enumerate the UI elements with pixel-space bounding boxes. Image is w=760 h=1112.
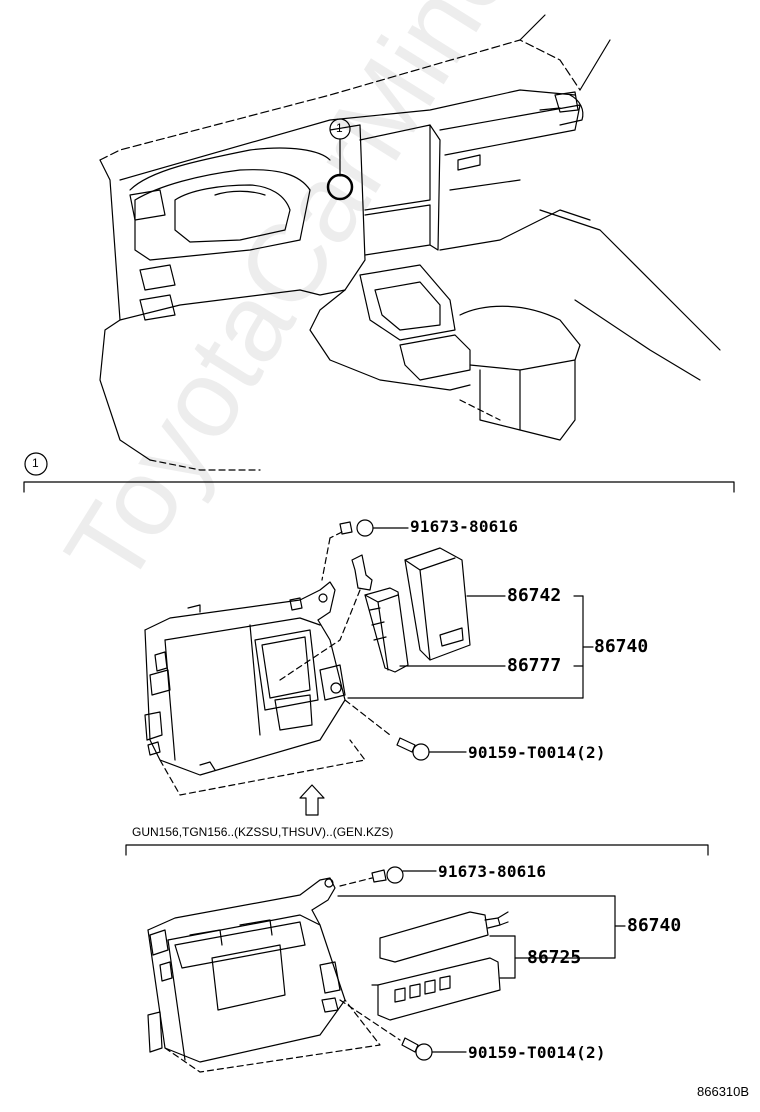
section1-module-86777 <box>351 554 409 673</box>
direction-arrow <box>299 784 325 816</box>
section1-bolt <box>396 737 467 761</box>
figure-code: 866310B <box>697 1084 750 1099</box>
section1-screw <box>339 519 409 537</box>
part-number-assembly-1: 86740 <box>594 636 649 657</box>
part-number-86777: 86777 <box>507 655 562 676</box>
section2-leaders <box>337 895 626 979</box>
part-number-bolt-2: 90159-T0014(2) <box>468 1043 606 1062</box>
part-number-bolt-1: 90159-T0014(2) <box>468 743 606 762</box>
callout-number-section1: 1 <box>32 456 39 470</box>
section1-leaders <box>347 595 594 699</box>
part-number-screw-2: 91673-80616 <box>438 862 547 881</box>
section1-module-86742 <box>404 547 471 661</box>
section2-guides <box>164 877 401 1073</box>
section1-callout-circle <box>24 452 48 476</box>
section2-module-86725 <box>371 911 509 1021</box>
section2-bolt <box>401 1037 467 1061</box>
part-number-86725: 86725 <box>527 947 582 968</box>
callout-number-top: 1 <box>336 121 343 135</box>
section2-bracket <box>125 844 709 856</box>
section1-bracket <box>23 481 735 493</box>
part-number-screw-1: 91673-80616 <box>410 517 519 536</box>
dashboard-drawing <box>99 14 721 471</box>
applicability-condition: GUN156,TGN156..(KZSSU,THSUV)..(GEN.KZS) <box>132 825 394 839</box>
section2-screw <box>371 866 437 884</box>
callout-marker <box>326 118 354 201</box>
section1-guides <box>159 531 391 796</box>
section1-ecu <box>144 581 346 776</box>
part-number-assembly-2: 86740 <box>627 915 682 936</box>
section2-ecu <box>147 877 346 1063</box>
part-number-86742: 86742 <box>507 585 562 606</box>
